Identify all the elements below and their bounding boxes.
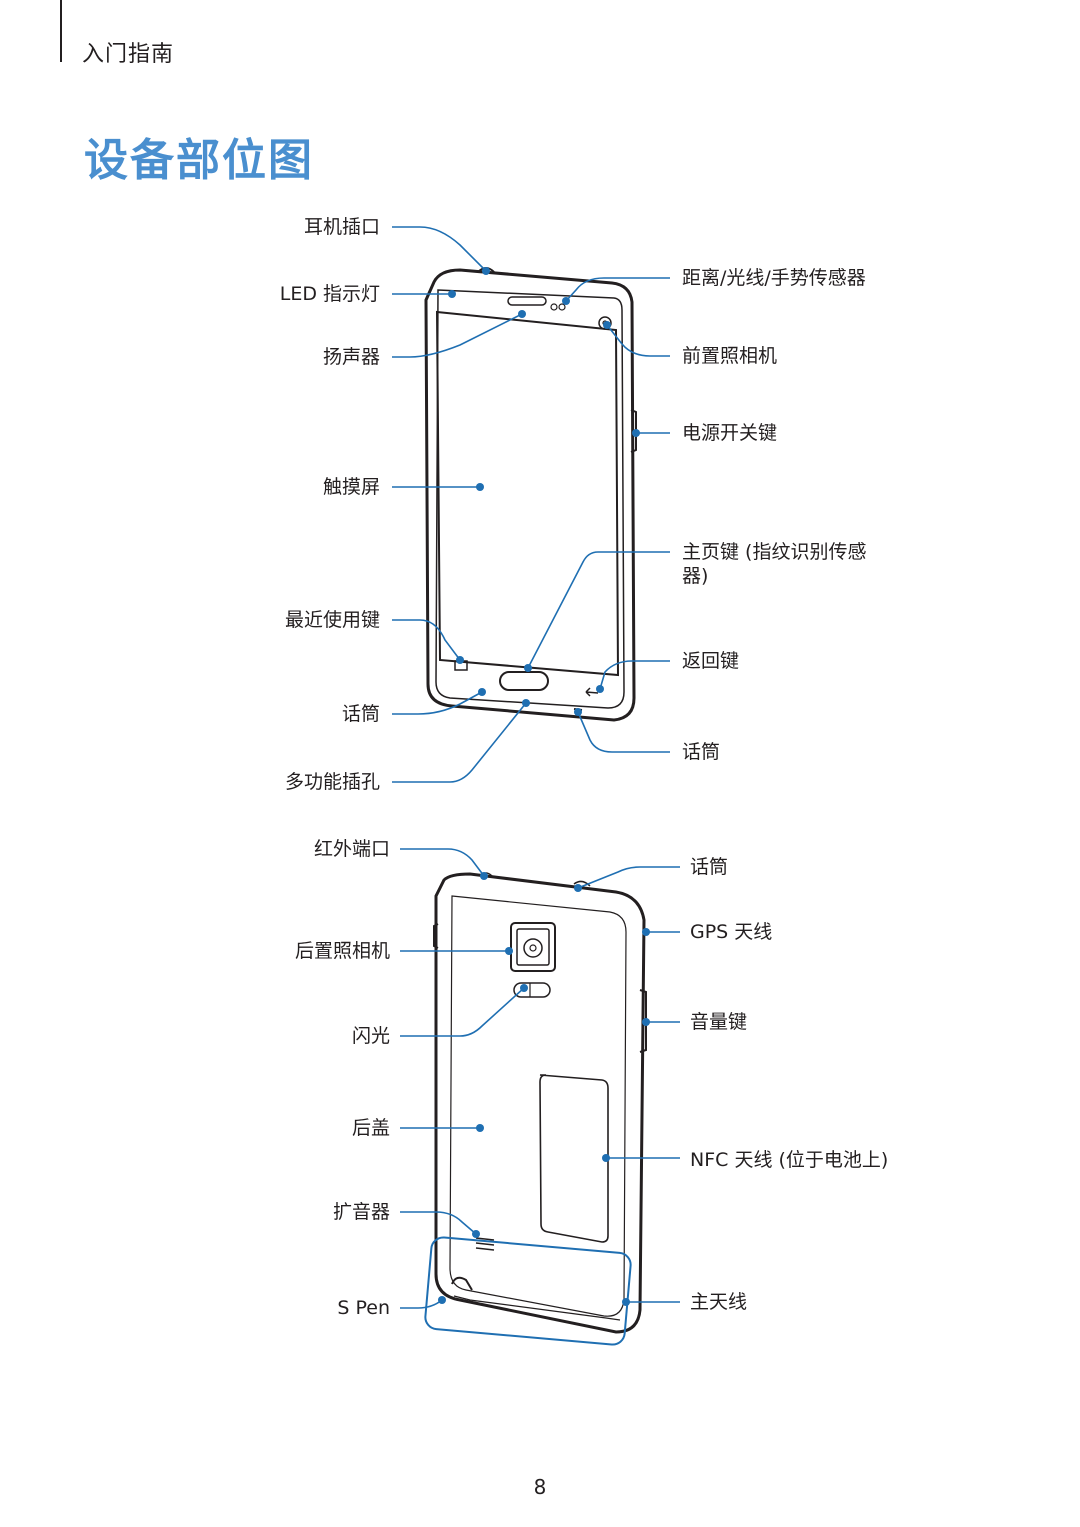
label-gps-antenna: GPS 天线: [690, 921, 773, 943]
label-loudspeaker: 扩音器: [332, 1201, 390, 1223]
label-home-key: 主页键 (指纹识别传感器): [682, 541, 867, 587]
back-leader-dots: [438, 872, 650, 1306]
front-leader-lines: [392, 226, 670, 783]
label-earphone-jack: 耳机插口: [303, 216, 380, 238]
label-led-indicator: LED 指示灯: [279, 283, 380, 305]
page-number: 8: [533, 1475, 547, 1499]
label-microphone-bottom: 话筒: [682, 741, 721, 763]
label-power-key: 电源开关键: [682, 422, 778, 444]
label-back-key: 返回键: [682, 650, 740, 672]
label-volume-key: 音量键: [690, 1011, 748, 1033]
label-touchscreen: 触摸屏: [322, 476, 380, 498]
label-microphone-front: 话筒: [341, 703, 380, 725]
label-multipurpose-jack: 多功能插孔: [284, 771, 380, 793]
label-ir-port: 红外端口: [313, 838, 390, 860]
label-nfc-antenna: NFC 天线 (位于电池上): [690, 1149, 889, 1171]
label-front-camera: 前置照相机: [682, 345, 778, 367]
label-microphone-top: 话筒: [690, 856, 729, 878]
label-s-pen: S Pen: [337, 1297, 390, 1319]
label-main-antenna: 主天线: [690, 1291, 748, 1313]
front-leader-dots: [448, 267, 640, 716]
front-phone-illustration: [424, 267, 637, 722]
label-speaker: 扬声器: [322, 346, 380, 368]
label-recent-apps-key: 最近使用键: [284, 609, 380, 631]
label-back-cover: 后盖: [351, 1117, 390, 1139]
header-rule: [60, 0, 62, 62]
back-leader-lines: [400, 848, 680, 1309]
label-proximity-sensor: 距离/光线/手势传感器: [682, 267, 866, 289]
back-phone-illustration: [433, 872, 647, 1334]
page-title: 设备部位图: [84, 135, 314, 186]
section-title: 入门指南: [82, 42, 175, 67]
label-flash: 闪光: [351, 1025, 390, 1047]
label-rear-camera: 后置照相机: [294, 940, 390, 962]
